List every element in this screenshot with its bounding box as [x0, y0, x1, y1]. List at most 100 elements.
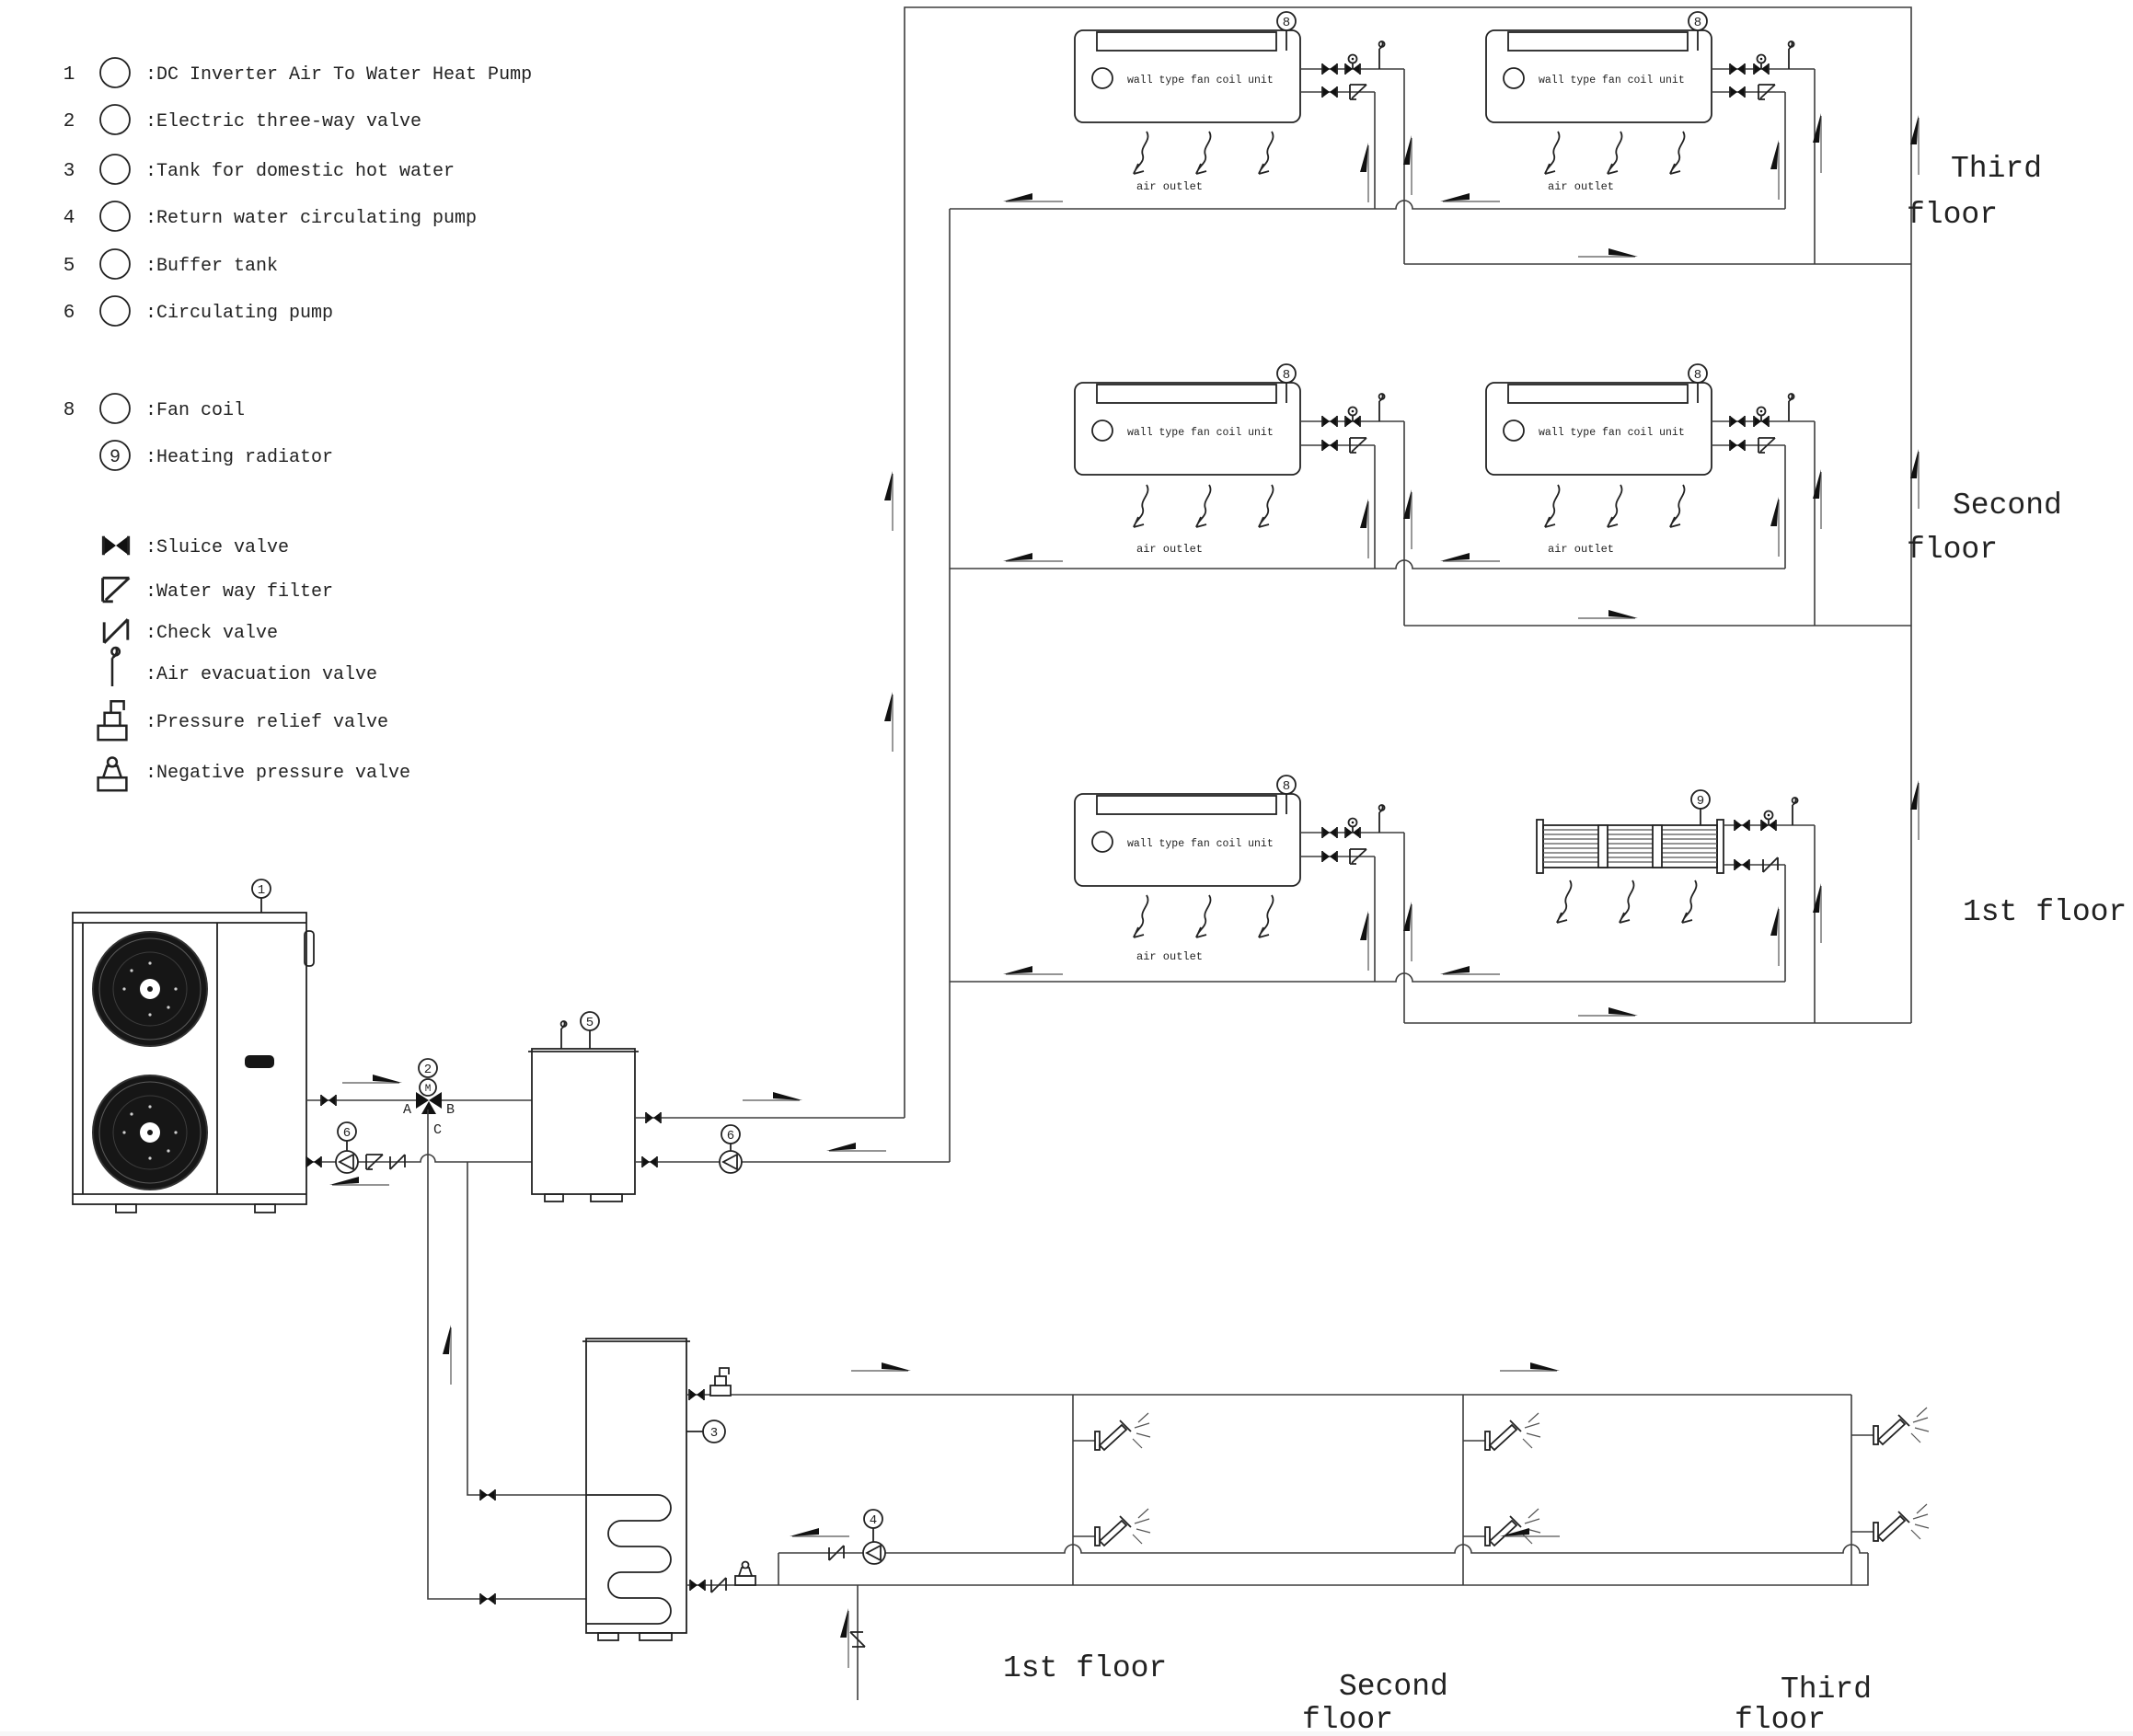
- fan-coil-unit: 8 wall type fan coil unit: [1074, 775, 1301, 887]
- legend-symbol-label: :Water way filter: [145, 581, 333, 603]
- fan-coil-label: wall type fan coil unit: [1539, 427, 1685, 439]
- port-label: C: [433, 1122, 442, 1138]
- legend-symbol-label: :Check valve: [145, 623, 278, 644]
- heat-pump-unit: 1: [72, 879, 315, 1213]
- flow-arrow-up: [883, 470, 894, 532]
- floor-label: Second: [1953, 489, 2062, 523]
- fan-icon: [92, 1075, 208, 1190]
- legend-item-number: 8: [63, 400, 75, 421]
- floor-labels-right: Third floor Second floor 1st floor: [1907, 152, 2127, 929]
- floor-label: floor: [1302, 1703, 1393, 1731]
- legend-symbol-label: :Air evacuation valve: [145, 664, 377, 685]
- floor-label: Third: [1951, 152, 2042, 186]
- fan-coil-unit: 8 wall type fan coil unit: [1485, 11, 1712, 123]
- legend-circle-8: [99, 393, 131, 424]
- shower-icon: [1072, 1508, 1151, 1546]
- circulating-pump: [335, 1150, 359, 1174]
- equipment-tag: 8: [1694, 16, 1701, 30]
- check-valve-icon: [102, 617, 130, 645]
- fan-coil-label: wall type fan coil unit: [1127, 427, 1274, 439]
- return-main: [950, 559, 1785, 569]
- motor-tag: M: [425, 1084, 432, 1095]
- equipment-tag: 6: [343, 1126, 351, 1141]
- sluice-valve-icon: [101, 535, 131, 557]
- legend-item-number: 3: [63, 161, 75, 182]
- fan-coil-unit: 8 wall type fan coil unit: [1485, 363, 1712, 476]
- heating-coil: [586, 1494, 672, 1625]
- legend-item-number: 6: [63, 303, 75, 324]
- pressure-relief-valve-icon: [709, 1367, 732, 1397]
- pressure-relief-valve-icon: [97, 699, 128, 742]
- legend-circle-1: [99, 57, 131, 88]
- equipment-tag: 8: [1283, 368, 1290, 383]
- second-floor-circuit: 8 wall type fan coil unit air outlet 8 w…: [950, 363, 1911, 627]
- fan-coil-unit: 8 wall type fan coil unit: [1074, 11, 1301, 123]
- equipment-tag: 8: [1283, 779, 1290, 794]
- shower-icon: [1851, 1503, 1930, 1542]
- shower-icon: [1072, 1412, 1151, 1451]
- return-main: [950, 200, 1785, 210]
- fan-coil-label: wall type fan coil unit: [1539, 75, 1685, 86]
- return-main: [950, 972, 1785, 983]
- legend-circle-9: [99, 440, 131, 471]
- floor-label: floor: [1907, 533, 1998, 567]
- floor-label: 1st floor: [1963, 895, 2127, 929]
- equipment-tag: 6: [727, 1129, 734, 1144]
- fan-coil-label: wall type fan coil unit: [1127, 838, 1274, 850]
- legend-item-label: :Tank for domestic hot water: [145, 161, 455, 182]
- legend-item-label: :Heating radiator: [145, 447, 333, 468]
- fan-icon: [92, 931, 208, 1047]
- legend-symbol-label: :Sluice valve: [145, 537, 289, 558]
- floor-label: floor: [1907, 198, 1998, 232]
- port-label: A: [403, 1102, 411, 1118]
- circulating-pump: [719, 1150, 743, 1174]
- legend-item-number: 4: [63, 208, 75, 229]
- equipment-tag: 8: [1694, 368, 1701, 383]
- equipment-tag: 3: [710, 1426, 718, 1441]
- water-way-filter-icon: [101, 576, 131, 604]
- equipment-tag: 5: [586, 1016, 594, 1030]
- port-label: B: [446, 1102, 455, 1118]
- legend: 1 :DC Inverter Air To Water Heat Pump 2 …: [63, 57, 532, 792]
- equipment-tag: 9: [1697, 794, 1704, 809]
- equipment-tag: 8: [1283, 16, 1290, 30]
- dhw-distribution: 4: [686, 1362, 1930, 1700]
- legend-symbol-label: :Pressure relief valve: [145, 712, 388, 733]
- floor-label: floor: [1735, 1703, 1826, 1731]
- legend-item-label: :DC Inverter Air To Water Heat Pump: [145, 64, 532, 86]
- plant-piping: M 2 A B C 6: [306, 1058, 586, 1605]
- air-outlet-label: air outlet: [1548, 543, 1614, 556]
- air-outlet-label: air outlet: [1548, 180, 1614, 193]
- air-evacuation-valve-icon: [110, 646, 121, 688]
- legend-item-label: :Return water circulating pump: [145, 208, 477, 229]
- equipment-tag: 1: [258, 883, 265, 898]
- first-floor-circuit: 8 wall type fan coil unit air outlet 9: [950, 775, 1911, 1024]
- legend-item-label: :Fan coil: [145, 400, 245, 421]
- shower-icon: [1851, 1407, 1930, 1445]
- legend-circle-6: [99, 295, 131, 327]
- third-floor-circuit: 8 wall type fan coil unit air outlet 8 w…: [950, 11, 1911, 265]
- legend-item-number: 5: [63, 256, 75, 277]
- floor-label: Second: [1339, 1670, 1448, 1704]
- negative-pressure-valve-icon: [734, 1560, 756, 1586]
- legend-item-label: :Circulating pump: [145, 303, 333, 324]
- legend-circle-2: [99, 104, 131, 135]
- legend-item-label: :Electric three-way valve: [145, 111, 421, 132]
- legend-circle-4: [99, 201, 131, 232]
- equipment-tag: 4: [870, 1513, 877, 1528]
- flow-arrow-up: [883, 691, 894, 753]
- legend-item-number: 9: [110, 447, 121, 468]
- shower-icon: [1462, 1412, 1541, 1451]
- buffer-tank: 5 6: [528, 1011, 950, 1202]
- shower-icon: [1462, 1508, 1541, 1546]
- floor-labels-bottom: 1st floor Second floor Third floor: [1003, 1651, 1872, 1736]
- legend-item-number: 2: [63, 111, 75, 132]
- return-circulating-pump: [862, 1541, 886, 1565]
- negative-pressure-valve-icon: [97, 756, 128, 792]
- equipment-tag: 2: [424, 1063, 432, 1077]
- legend-symbol-label: :Negative pressure valve: [145, 763, 410, 784]
- floor-label: Third: [1781, 1673, 1872, 1707]
- floor-label: 1st floor: [1003, 1651, 1167, 1685]
